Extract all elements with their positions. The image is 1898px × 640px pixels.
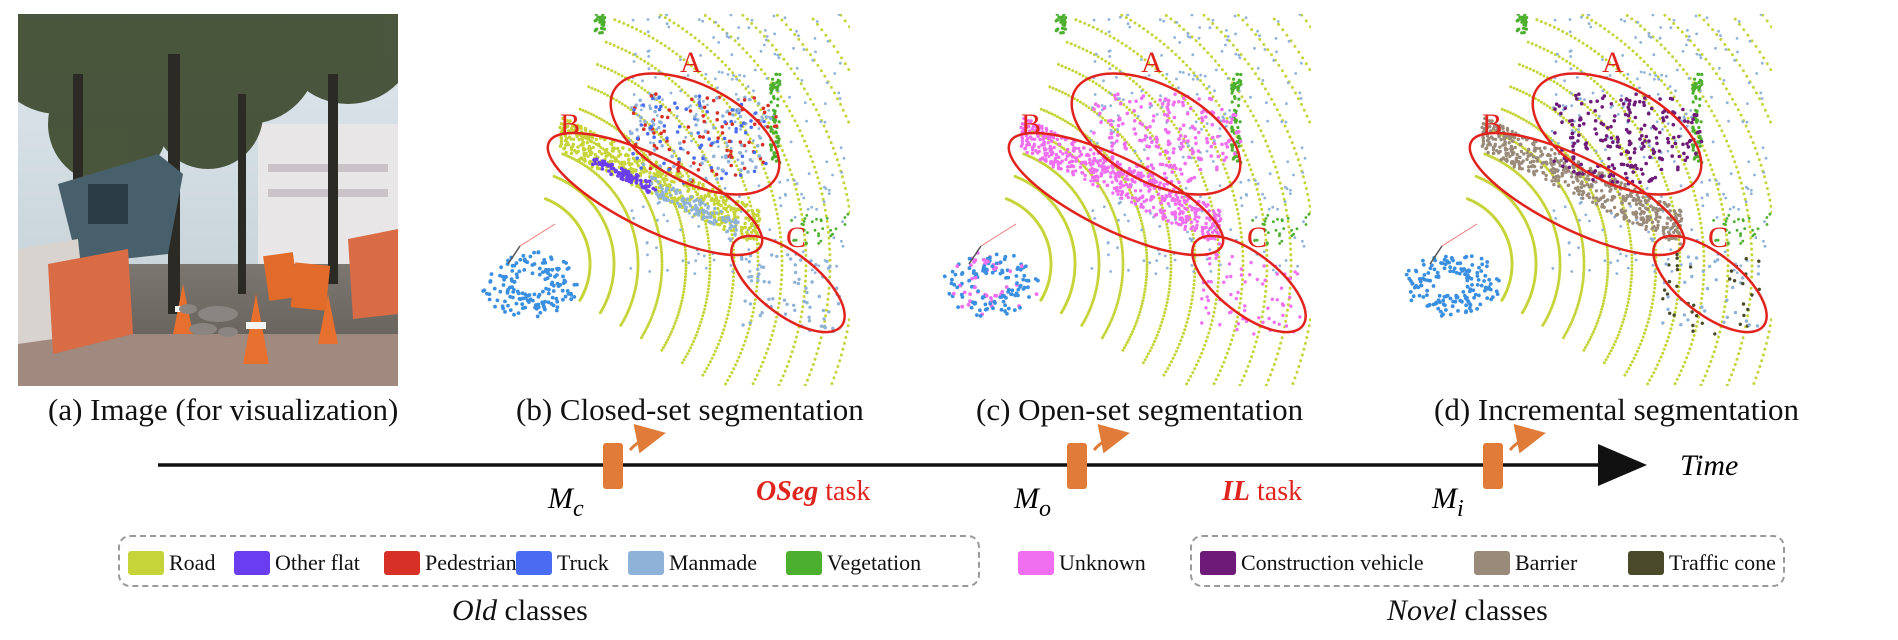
region-label-b: B: [1021, 108, 1041, 141]
model-label-incremental: Mi: [1431, 482, 1464, 522]
time-label: Time: [1680, 449, 1738, 482]
legend-item-barrier: Barrier: [1474, 548, 1577, 578]
region-label-a: A: [1141, 46, 1163, 79]
open-set-pointcloud: A B C: [941, 14, 1311, 386]
legend-swatch: [1200, 551, 1236, 575]
legend-label: Truck: [557, 550, 609, 575]
caption-open-set: (c) Open-set segmentation: [976, 392, 1304, 427]
region-label-c: C: [1708, 221, 1728, 254]
legend-label: Vegetation: [827, 550, 922, 575]
legend-swatch: [128, 551, 164, 575]
legend-label: Construction vehicle: [1241, 550, 1424, 575]
legend-label: Barrier: [1515, 550, 1578, 575]
region-label-a: A: [680, 46, 702, 79]
legend-item-road: Road: [128, 548, 215, 578]
legend-label: Pedestrian: [425, 550, 517, 575]
caption-incremental: (d) Incremental segmentation: [1434, 392, 1799, 427]
region-label-a: A: [1602, 46, 1624, 79]
legend-item-manmade: Manmade: [628, 548, 757, 578]
legend-item-pedestrian: Pedestrian: [384, 548, 517, 578]
legend-item-truck: Truck: [516, 548, 609, 578]
legend-swatch: [1018, 551, 1054, 575]
legend-item-unknown: Unknown: [1018, 548, 1146, 578]
legend-label: Road: [169, 550, 216, 575]
incremental-pointcloud: A B C: [1402, 14, 1772, 386]
legend-item-traffic-cone: Traffic cone: [1628, 548, 1776, 578]
oseg-task-label: OSeg task: [756, 476, 870, 507]
caption-image: (a) Image (for visualization): [48, 392, 399, 427]
legend-item-construction-vehicle: Construction vehicle: [1200, 548, 1424, 578]
legend-label: Unknown: [1059, 550, 1146, 575]
region-label-c: C: [1247, 221, 1267, 254]
old-classes-label: Old classes: [452, 594, 588, 627]
model-block-closed: [603, 424, 666, 489]
legend-item-vegetation: Vegetation: [786, 548, 921, 578]
region-label-b: B: [560, 108, 580, 141]
legend-swatch: [1474, 551, 1510, 575]
region-label-b: B: [1482, 108, 1502, 141]
scene-image: [18, 14, 398, 386]
legend-swatch: [234, 551, 270, 575]
caption-closed-set: (b) Closed-set segmentation: [516, 392, 864, 427]
legend-label: Other flat: [275, 550, 360, 575]
legend-label: Traffic cone: [1669, 550, 1776, 575]
model-block-open: [1067, 424, 1130, 489]
legend-swatch: [384, 551, 420, 575]
legend-swatch: [786, 551, 822, 575]
novel-classes-label: Novel classes: [1387, 594, 1548, 627]
il-task-label: IL task: [1221, 476, 1302, 507]
legend-swatch: [628, 551, 664, 575]
model-label-open: Mo: [1013, 482, 1051, 522]
legend-swatch: [516, 551, 552, 575]
legend-old-box: [118, 535, 980, 587]
model-block-incremental: [1483, 424, 1546, 489]
legend-label: Manmade: [669, 550, 757, 575]
region-label-c: C: [786, 221, 806, 254]
legend-item-other-flat: Other flat: [234, 548, 360, 578]
model-label-closed: Mc: [547, 482, 584, 522]
legend-novel-box: [1190, 535, 1785, 587]
timeline: Mc Mo Mi OSeg task IL task Time: [158, 424, 1738, 522]
closed-set-pointcloud: A B C: [480, 14, 850, 386]
legend-swatch: [1628, 551, 1664, 575]
